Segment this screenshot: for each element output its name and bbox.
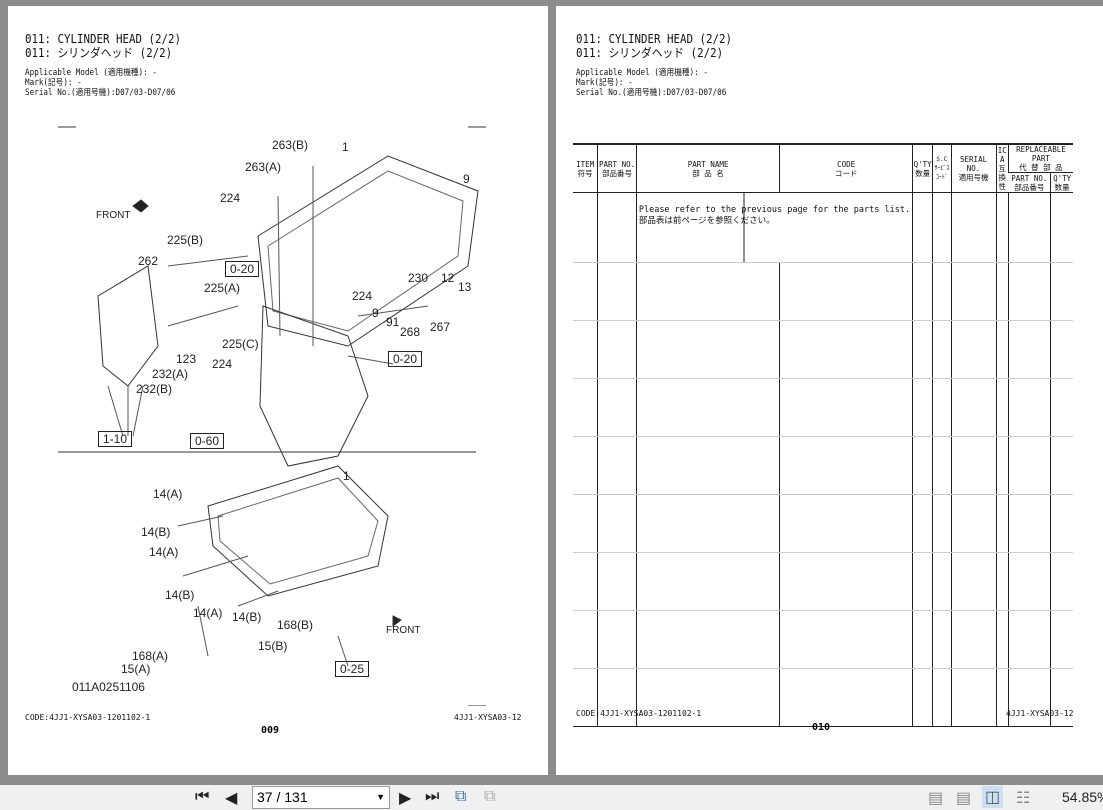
table-row	[573, 378, 1073, 437]
table-row	[573, 320, 1073, 379]
callout-label: 168(A)	[132, 649, 169, 663]
callout-label: 14(A)	[149, 545, 179, 559]
footer-code: CODE:4JJ1-XYSA03-1201102-1	[25, 713, 151, 722]
next-view-icon[interactable]: ⧉	[484, 788, 496, 805]
right-page: 011: CYLINDER HEAD (2/2) 011: シリンダヘッド (2…	[556, 6, 1103, 775]
single-page-view-icon[interactable]: ▤	[928, 790, 944, 807]
callout-label: 263(A)	[245, 160, 282, 174]
callout-label: 14(B)	[165, 588, 195, 602]
callout-label: 91	[386, 315, 400, 329]
front-label: FRONT	[96, 210, 131, 221]
reference-box: 1-10	[98, 431, 133, 447]
table-row	[573, 610, 1073, 669]
callout-label: 224	[212, 357, 233, 371]
mark: Mark(記号): -	[25, 78, 82, 88]
left-page: 011: CYLINDER HEAD (2/2) 011: シリンダヘッド (2…	[8, 6, 548, 775]
table-row	[573, 436, 1073, 495]
exploded-parts-diagram	[58, 126, 486, 706]
previous-view-icon[interactable]: ⧉	[455, 788, 467, 805]
callout-label: 12	[441, 271, 455, 285]
applicable-model: Applicable Model (適用機種): -	[25, 68, 157, 78]
callout-label: 123	[176, 352, 197, 366]
chevron-down-icon: ▼	[376, 792, 385, 802]
callout-label: 225(B)	[167, 233, 204, 247]
last-page-button[interactable]: ⏭	[425, 788, 440, 805]
callout-label: 225(C)	[222, 337, 259, 351]
callout-label: 1	[342, 140, 349, 154]
callout-label: 9	[463, 172, 470, 186]
callout-label: 9	[372, 306, 379, 320]
callout-label: 232(A)	[152, 367, 189, 381]
table-row: Please refer to the previous page for th…	[573, 192, 1073, 263]
callout-label: 232(B)	[136, 382, 173, 396]
page-title-en: 011: CYLINDER HEAD (2/2)	[25, 32, 182, 46]
callout-label: 268	[400, 325, 421, 339]
continuous-view-icon[interactable]: ▤	[956, 790, 972, 807]
front-label: FRONT	[386, 625, 421, 636]
reference-box: 0-60	[190, 433, 225, 449]
page-indicator: 37 / 131	[257, 789, 308, 805]
callout-label: 14(A)	[193, 606, 223, 620]
callout-label: 168(B)	[277, 618, 314, 632]
table-row	[573, 494, 1073, 553]
callout-label: 14(A)	[153, 487, 183, 501]
callout-label: 14(B)	[141, 525, 171, 539]
reference-box: 0-25	[335, 661, 370, 677]
footer-code: CODE:4JJ1-XYSA03-1201102-1	[576, 709, 702, 718]
callout-label: 230	[408, 271, 429, 285]
callout-label: 224	[352, 289, 373, 303]
page-title-en: 011: CYLINDER HEAD (2/2)	[576, 32, 733, 46]
table-row	[573, 262, 1073, 321]
page-title-jp: 011: シリンダヘッド (2/2)	[576, 46, 724, 60]
callout-label: 15(A)	[121, 662, 151, 676]
header-rep-part-no: PART NO.部品番号	[1011, 173, 1048, 192]
page-number: 009	[261, 725, 280, 736]
page-selector[interactable]: 37 / 131 ▼	[252, 786, 390, 809]
callout-label: 262	[138, 254, 159, 268]
callout-label: 1	[343, 469, 350, 483]
illustration-id: 011A0251106	[72, 680, 145, 694]
first-page-button[interactable]: ⏮	[195, 788, 210, 805]
callout-label: 224	[220, 191, 241, 205]
page-number: 010	[812, 722, 831, 733]
callout-label: 225(A)	[204, 281, 241, 295]
footer-model-code: 4JJ1-XYSA03-12	[454, 713, 522, 722]
header-part-no: PART NO.部品番号	[597, 143, 637, 193]
zoom-level[interactable]: 54.85%	[1062, 789, 1103, 805]
table-row	[573, 668, 1073, 727]
mark: Mark(記号): -	[576, 78, 633, 88]
callout-label: 267	[430, 320, 451, 334]
callout-label: 13	[458, 280, 472, 294]
header-serial: SERIAL NO.適用号機	[950, 143, 997, 193]
serial-no: Serial No.(適用号機):D07/03-D07/06	[25, 88, 176, 98]
parts-list-note: Please refer to the previous page for th…	[635, 192, 913, 263]
next-page-button[interactable]: ▶	[399, 790, 412, 807]
applicable-model: Applicable Model (適用機種): -	[576, 68, 708, 78]
callout-label: 263(B)	[272, 138, 309, 152]
callout-label: 14(B)	[232, 610, 262, 624]
serial-no: Serial No.(適用号機):D07/03-D07/06	[576, 88, 727, 98]
reference-box: 0-20	[225, 261, 260, 277]
callout-label: 15(B)	[258, 639, 288, 653]
continuous-facing-view-icon[interactable]: ☷	[1016, 790, 1031, 807]
reference-box: 0-20	[388, 351, 423, 367]
facing-view-icon[interactable]: ◫	[982, 786, 1004, 808]
page-title-jp: 011: シリンダヘッド (2/2)	[25, 46, 173, 60]
previous-page-button[interactable]: ◀	[225, 790, 238, 807]
table-row	[573, 552, 1073, 611]
viewer-toolbar: ⏮ ◀ 37 / 131 ▼ ▶ ⏭ ⧉ ⧉ ▤ ▤ ◫ ☷ 54.85%	[0, 785, 1103, 810]
footer-model-code: 4JJ1-XYSA03-12	[1006, 709, 1074, 718]
